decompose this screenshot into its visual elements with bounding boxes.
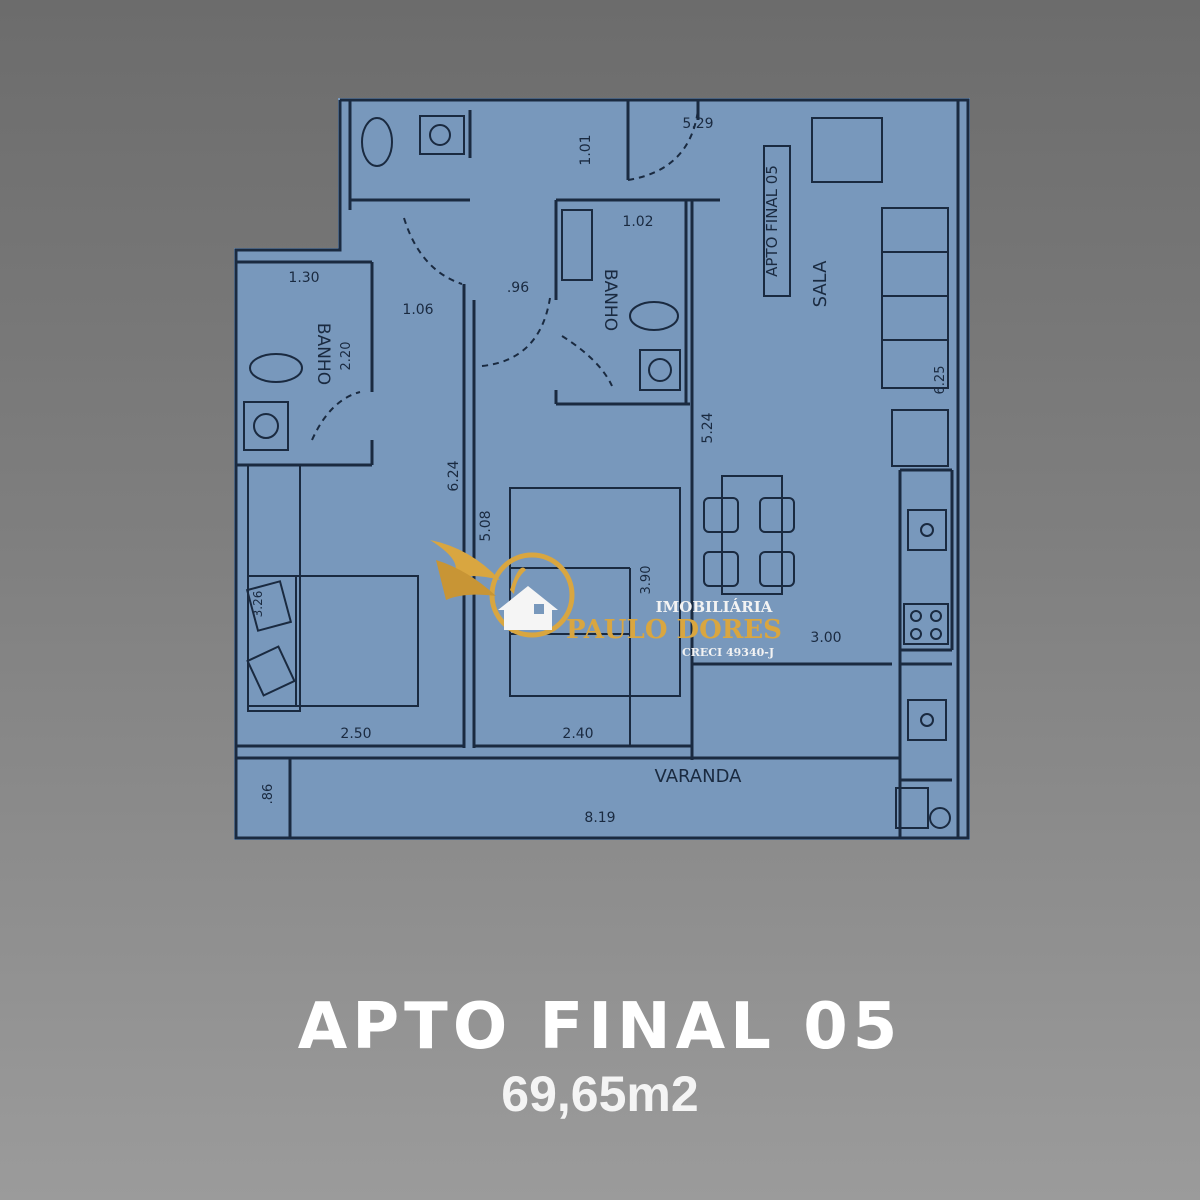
dim-1-01: 1.01 — [578, 134, 594, 165]
eagle-house-logo-icon — [430, 540, 575, 638]
bath2-sink-icon — [639, 349, 681, 391]
dim-0-86: .86 — [261, 784, 276, 805]
wc-toilet-icon — [361, 117, 393, 167]
bath1-toilet-icon — [249, 353, 303, 383]
door-arcs — [311, 109, 699, 441]
wc-sink-icon — [419, 115, 465, 155]
watermark: IMOBILIÁRIA PAULO DORES CRECI 49340-J — [430, 540, 782, 659]
room-label-banho-2: BANHO — [600, 269, 620, 331]
room-label-unit-tag: APTO FINAL 05 — [763, 165, 781, 277]
dim-6-24: 6.24 — [446, 460, 462, 491]
dim-2-20: 2.20 — [339, 342, 354, 371]
page-title: APTO FINAL 05 — [297, 990, 903, 1064]
dim-5-24: 5.24 — [700, 412, 716, 443]
armchair-icon — [811, 117, 883, 183]
dining-table-icon — [721, 475, 783, 595]
room-label-banho-1: BANHO — [313, 323, 333, 385]
kitchen-sink-icon — [907, 509, 947, 551]
page-subtitle-area: 69,65m2 — [501, 1066, 699, 1122]
dim-0-96: .96 — [507, 280, 529, 296]
walls — [234, 98, 970, 840]
dim-5-08: 5.08 — [478, 510, 494, 541]
laundry-sink-icon — [907, 699, 947, 741]
dim-2-50: 2.50 — [340, 726, 371, 742]
bath2-toilet-icon — [629, 301, 679, 331]
watermark-line-1: IMOBILIÁRIA — [656, 598, 773, 616]
unit-tag-box — [763, 145, 791, 297]
dim-1-02: 1.02 — [622, 214, 653, 230]
dim-1-30: 1.30 — [288, 270, 319, 286]
watermark-line-2: PAULO DORES — [566, 615, 782, 645]
furniture — [243, 115, 951, 829]
labels: SALA APTO FINAL 05 BANHO BANHO VARANDA 5… — [251, 116, 948, 826]
watermark-line-3: CRECI 49340-J — [682, 646, 774, 659]
room-label-sala: SALA — [810, 260, 831, 308]
dim-5-29: 5.29 — [682, 116, 713, 132]
dim-3-00: 3.00 — [810, 630, 841, 646]
dim-2-40: 2.40 — [562, 726, 593, 742]
stove-icon — [903, 603, 949, 645]
plan-background — [234, 98, 970, 840]
room-label-varanda: VARANDA — [655, 766, 743, 787]
dim-3-26: 3.26 — [251, 591, 265, 618]
dim-1-06: 1.06 — [402, 302, 433, 318]
bath1-sink-icon — [243, 401, 289, 451]
dim-8-19: 8.19 — [584, 810, 615, 826]
shower-icon — [561, 209, 593, 281]
single-beds-icon — [509, 487, 681, 697]
dim-6-25: 6.25 — [933, 366, 948, 395]
laundry-machine-icon — [895, 787, 929, 829]
sofa-icon — [881, 207, 949, 389]
dim-3-90: 3.90 — [639, 566, 654, 595]
